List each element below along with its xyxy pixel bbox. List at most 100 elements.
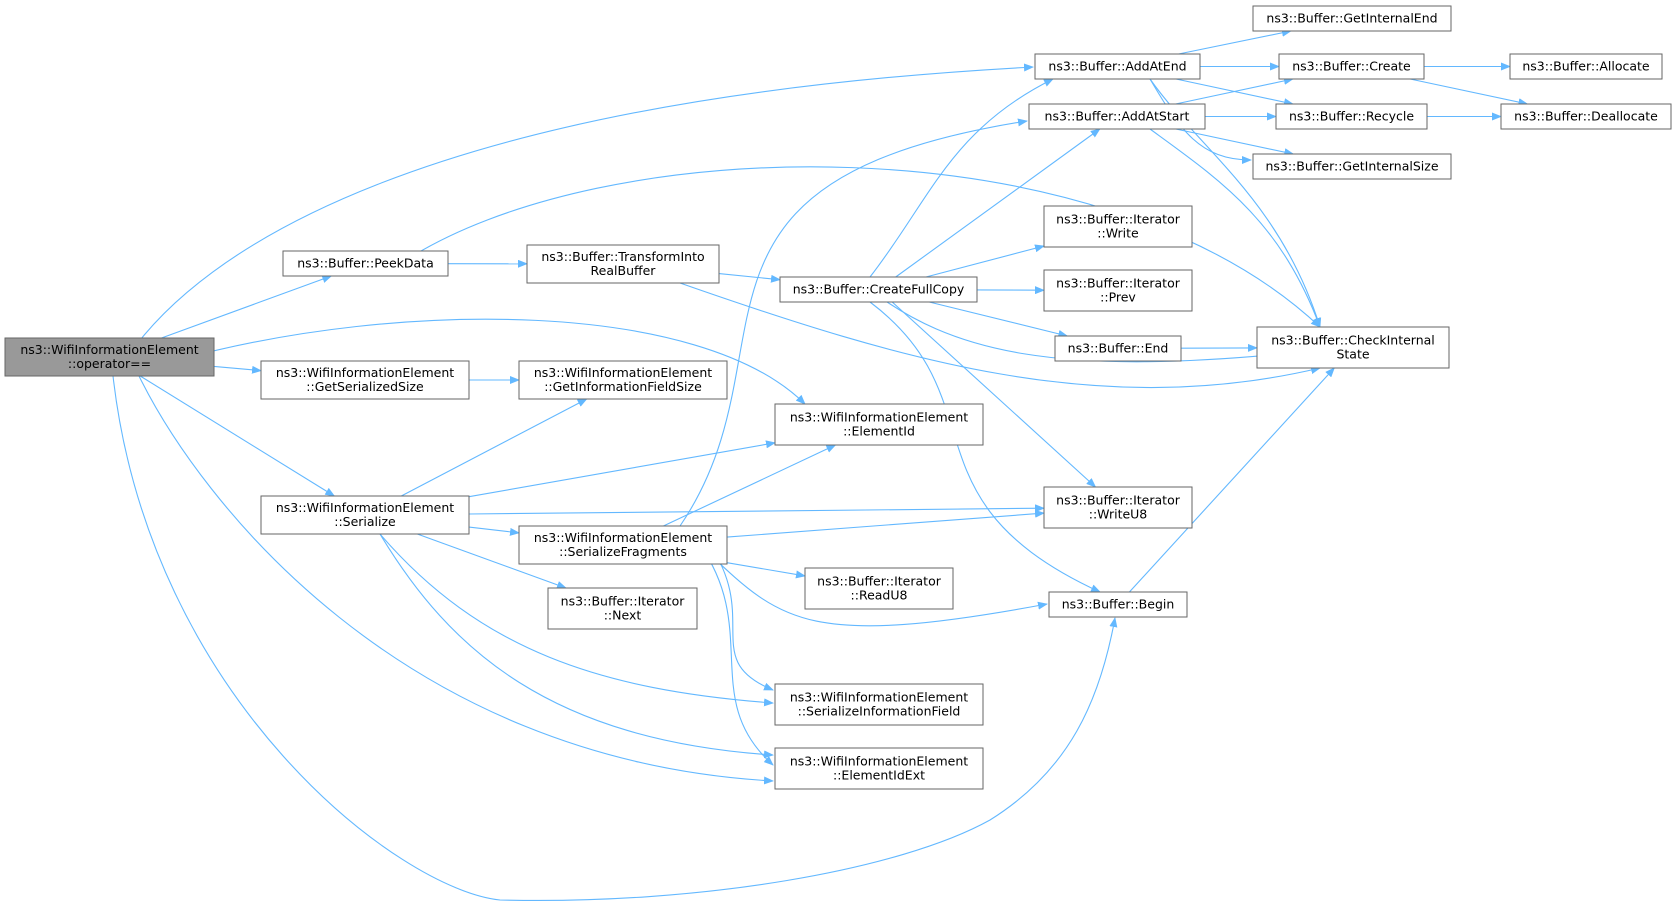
node-getIntEnd[interactable]: ns3::Buffer::GetInternalEnd bbox=[1252, 5, 1452, 32]
node-getSerSize[interactable]: ns3::WifiInformationElement::GetSerializ… bbox=[260, 360, 470, 400]
node-label-line: ::SerializeInformationField bbox=[798, 704, 961, 719]
node-label-line: ::GetInformationFieldSize bbox=[544, 379, 702, 394]
edge-addAtEnd-to-getIntEnd bbox=[1178, 28, 1292, 55]
edge-serFrag-to-serInfo bbox=[709, 544, 774, 691]
node-label-line: ns3::Buffer::Allocate bbox=[1522, 59, 1650, 74]
edge-createFull-to-addAtStart bbox=[895, 128, 1101, 278]
edge-serFrag-to-writeU8 bbox=[726, 509, 1045, 538]
node-label-line: ns3::Buffer::Iterator bbox=[1056, 212, 1181, 227]
node-create[interactable]: ns3::Buffer::Create bbox=[1278, 53, 1425, 80]
node-createFull[interactable]: ns3::Buffer::CreateFullCopy bbox=[779, 276, 978, 303]
node-box bbox=[518, 525, 728, 565]
node-label-line: ns3::Buffer::AddAtStart bbox=[1045, 109, 1190, 124]
node-box bbox=[1252, 153, 1452, 180]
node-label-line: ns3::WifiInformationElement bbox=[20, 342, 198, 357]
node-label-line: ::Write bbox=[1097, 226, 1139, 241]
edge-transform-to-createFull bbox=[718, 273, 781, 283]
edge-serFrag-to-elemIdExt bbox=[699, 544, 774, 766]
node-elemIdExt[interactable]: ns3::WifiInformationElement::ElementIdEx… bbox=[774, 747, 984, 790]
node-serialize[interactable]: ns3::WifiInformationElement::Serialize bbox=[260, 495, 470, 535]
node-opEq[interactable]: ns3::WifiInformationElement::operator== bbox=[4, 337, 215, 377]
node-label-line: ::Serialize bbox=[334, 514, 396, 529]
node-label-line: ns3::Buffer::Create bbox=[1292, 59, 1411, 74]
edge-opEq-to-elemId bbox=[181, 318, 806, 405]
edge-transform-to-checkState bbox=[679, 282, 1321, 389]
node-label-line: ns3::WifiInformationElement bbox=[790, 754, 968, 769]
node-label-line: ns3::Buffer::Iterator bbox=[1056, 276, 1181, 291]
node-box bbox=[804, 567, 954, 610]
node-begin[interactable]: ns3::Buffer::Begin bbox=[1048, 591, 1188, 618]
node-elemId[interactable]: ns3::WifiInformationElement::ElementId bbox=[774, 403, 984, 446]
edge-createFull-to-addAtEnd bbox=[869, 78, 1054, 278]
node-writeU8[interactable]: ns3::Buffer::Iterator::WriteU8 bbox=[1043, 486, 1193, 529]
node-label-line: ::SerializeFragments bbox=[559, 544, 687, 559]
node-box bbox=[1048, 591, 1188, 618]
edge-addAtStart-to-getIntSize bbox=[1175, 128, 1295, 157]
edge-serialize-to-elemId bbox=[468, 440, 776, 498]
node-serFrag[interactable]: ns3::WifiInformationElement::SerializeFr… bbox=[518, 525, 728, 565]
node-box bbox=[518, 360, 728, 400]
node-box bbox=[526, 244, 720, 284]
edge-create-to-deallocate bbox=[1409, 78, 1529, 107]
node-label-line: ::operator== bbox=[68, 356, 151, 371]
node-box bbox=[1054, 335, 1182, 362]
edge-serialize-to-elemIdExt bbox=[379, 533, 774, 759]
node-label-line: ns3::Buffer::AddAtEnd bbox=[1048, 59, 1186, 74]
node-serInfo[interactable]: ns3::WifiInformationElement::SerializeIn… bbox=[774, 683, 984, 726]
node-label-line: ::ReadU8 bbox=[851, 588, 908, 603]
node-label-line: ns3::WifiInformationElement bbox=[534, 365, 712, 380]
node-box bbox=[1256, 326, 1450, 369]
node-iterNext[interactable]: ns3::Buffer::Iterator::Next bbox=[547, 587, 698, 630]
node-end[interactable]: ns3::Buffer::End bbox=[1054, 335, 1182, 362]
edge-addAtStart-to-checkState bbox=[1149, 128, 1321, 328]
edge-serFrag-to-readU8 bbox=[726, 562, 806, 579]
edge-createFull-to-end bbox=[929, 301, 1069, 338]
node-label-line: ::Next bbox=[604, 608, 642, 623]
edge-opEq-to-getSerSize bbox=[213, 365, 262, 374]
edge-opEq-to-addAtEnd bbox=[125, 63, 1034, 360]
node-iterPrev[interactable]: ns3::Buffer::Iterator::Prev bbox=[1043, 269, 1193, 312]
edge-begin-to-checkState bbox=[1128, 367, 1335, 593]
node-label-line: ns3::WifiInformationElement bbox=[790, 690, 968, 705]
node-deallocate[interactable]: ns3::Buffer::Deallocate bbox=[1500, 103, 1672, 130]
node-label-line: ::ElementIdExt bbox=[833, 768, 925, 783]
edge-serialize-to-iterNext bbox=[417, 533, 567, 589]
edge-createFull-to-begin bbox=[869, 301, 1101, 593]
node-addAtEnd[interactable]: ns3::Buffer::AddAtEnd bbox=[1034, 53, 1201, 80]
node-box bbox=[1043, 269, 1193, 312]
node-label-line: State bbox=[1336, 347, 1369, 362]
node-box bbox=[779, 276, 978, 303]
node-allocate[interactable]: ns3::Buffer::Allocate bbox=[1509, 53, 1663, 80]
node-box bbox=[1275, 103, 1428, 130]
node-box bbox=[4, 337, 215, 377]
node-getIntSize[interactable]: ns3::Buffer::GetInternalSize bbox=[1252, 153, 1452, 180]
node-box bbox=[260, 360, 470, 400]
edge-opEq-to-begin bbox=[112, 375, 1118, 901]
edge-peekData-to-checkState bbox=[399, 166, 1321, 328]
node-label-line: ::WriteU8 bbox=[1089, 507, 1148, 522]
edge-serialize-to-serInfo bbox=[379, 533, 774, 707]
edge-opEq-to-peekData bbox=[161, 275, 333, 339]
node-label-line: ns3::Buffer::Iterator bbox=[817, 574, 942, 589]
node-box bbox=[1028, 103, 1206, 130]
node-iterWrite[interactable]: ns3::Buffer::Iterator::Write bbox=[1043, 205, 1193, 248]
node-addAtStart[interactable]: ns3::Buffer::AddAtStart bbox=[1028, 103, 1206, 130]
edge-serialize-to-getInfoSize bbox=[401, 398, 588, 497]
node-label-line: ns3::Buffer::Recycle bbox=[1289, 109, 1414, 124]
node-label-line: ::ElementId bbox=[843, 424, 915, 439]
node-label-line: RealBuffer bbox=[591, 263, 657, 278]
node-peekData[interactable]: ns3::Buffer::PeekData bbox=[282, 250, 449, 277]
node-box bbox=[1509, 53, 1663, 80]
node-box bbox=[1034, 53, 1201, 80]
node-readU8[interactable]: ns3::Buffer::Iterator::ReadU8 bbox=[804, 567, 954, 610]
edge-addAtEnd-to-getIntSize bbox=[1149, 78, 1252, 164]
node-recycle[interactable]: ns3::Buffer::Recycle bbox=[1275, 103, 1428, 130]
node-box bbox=[282, 250, 449, 277]
node-box bbox=[547, 587, 698, 630]
node-box bbox=[260, 495, 470, 535]
node-box bbox=[774, 683, 984, 726]
node-getInfoSize[interactable]: ns3::WifiInformationElement::GetInformat… bbox=[518, 360, 728, 400]
